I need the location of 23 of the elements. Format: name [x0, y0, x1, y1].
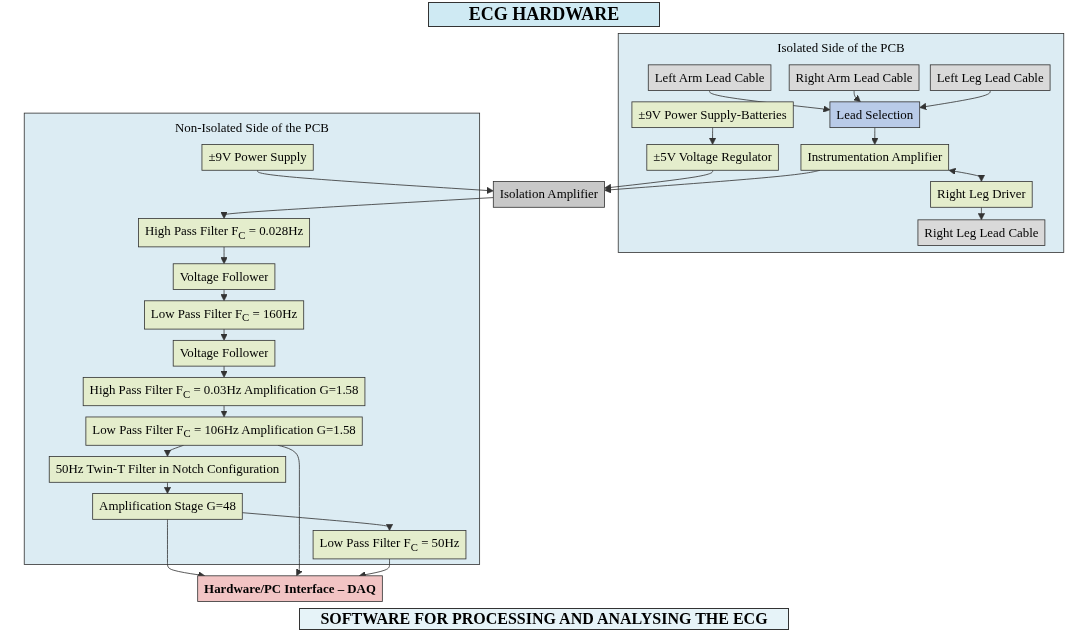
node-box: Right Arm Lead Cable: [788, 64, 920, 91]
node-box: Right Leg Driver: [930, 181, 1033, 208]
diagram-title: ECG HARDWARE: [427, 2, 661, 27]
node-box: ±9V Power Supply-Batteries: [631, 101, 794, 128]
node-box: Low Pass Filter F$_{C}$ = 160Hz: [144, 300, 305, 330]
node-box: Hardware/PC Interface – DAQ: [197, 575, 383, 602]
node-box: ±9V Power Supply: [201, 144, 314, 171]
node-box: Voltage Follower: [172, 263, 276, 290]
node-box: ±5V Voltage Regulator: [646, 144, 779, 171]
node-box: High Pass Filter F$_{C}$ = 0.03Hz Amplification G=1.58: [82, 377, 366, 407]
node-box: Right Leg Lead Cable: [917, 219, 1046, 246]
node-box: Lead Selection: [829, 101, 921, 128]
node-box: High Pass Filter F$_{C}$ = 0.028Hz: [138, 218, 310, 248]
node-box: Instrumentation Amplifier: [800, 144, 950, 171]
node-box: Low Pass Filter F$_{C}$ = 106Hz Amplification G=1.58: [85, 416, 363, 446]
node-box: Isolation Amplifier: [492, 181, 605, 208]
footer-text: SOFTWARE FOR PROCESSING AND ANALYSING THE ECG: [299, 608, 789, 630]
node-box: 50Hz Twin-T Filter in Notch Configuration: [48, 456, 287, 483]
node-box: Low Pass Filter F$_{C}$ = 50Hz: [312, 530, 467, 560]
node-box: Left Leg Lead Cable: [929, 64, 1051, 91]
node-box: Voltage Follower: [172, 339, 276, 367]
node-box: Left Arm Lead Cable: [647, 64, 772, 91]
node-box: Amplification Stage G=48: [92, 493, 243, 520]
